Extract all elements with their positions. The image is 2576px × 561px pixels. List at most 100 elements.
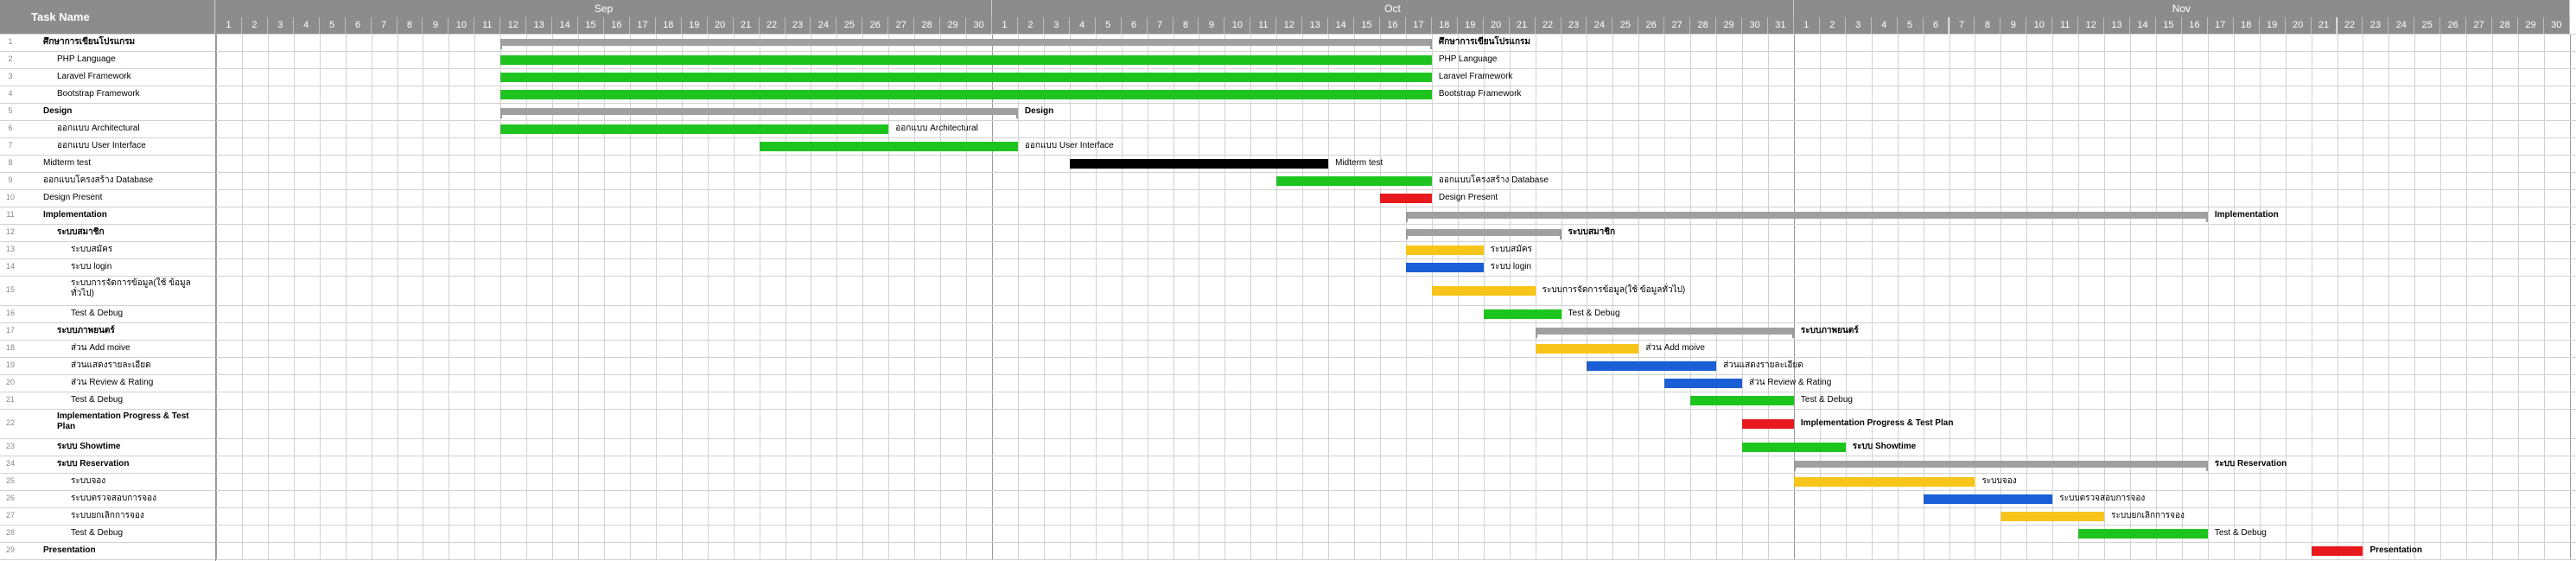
row-line bbox=[0, 409, 2576, 410]
day-header: 3 bbox=[1043, 17, 1070, 34]
task-name: ระบบตรวจสอบการจอง bbox=[71, 494, 157, 503]
grid-line bbox=[216, 34, 217, 559]
grid-line bbox=[2155, 34, 2157, 559]
task-name: PHP Language bbox=[57, 54, 116, 64]
row-number: 12 bbox=[5, 227, 15, 236]
bar-label: Test & Debug bbox=[2214, 528, 2267, 538]
task-name: Implementation bbox=[43, 210, 107, 220]
row-line bbox=[0, 525, 2576, 526]
day-header: 28 bbox=[1690, 17, 1717, 34]
day-header: 9 bbox=[1199, 17, 1225, 34]
task-bar bbox=[1793, 476, 1975, 487]
summary-cap bbox=[1405, 229, 1408, 239]
day-header: 14 bbox=[552, 17, 579, 34]
grid-line bbox=[2130, 34, 2132, 559]
grid-line bbox=[319, 34, 321, 559]
task-bar bbox=[1690, 395, 1794, 405]
task-bar bbox=[1587, 360, 1717, 371]
bar-label: ระบบตรวจสอบการจอง bbox=[2059, 494, 2146, 503]
bar-label: ระบบสมาชิก bbox=[1568, 227, 1616, 237]
day-header: 23 bbox=[2363, 17, 2389, 34]
task-bar bbox=[500, 54, 1432, 65]
day-header: 22 bbox=[759, 17, 786, 34]
day-header: 21 bbox=[1509, 17, 1536, 34]
task-name: ระบบจอง bbox=[71, 476, 106, 486]
bar-label: ออกแบบ Architectural bbox=[895, 124, 978, 133]
row-number: 1 bbox=[8, 37, 13, 46]
grid-line bbox=[914, 34, 916, 559]
day-header: 13 bbox=[2104, 17, 2131, 34]
grid-line bbox=[1379, 34, 1381, 559]
row-line bbox=[0, 103, 2576, 104]
day-header: 24 bbox=[1587, 17, 1613, 34]
grid-line bbox=[2052, 34, 2054, 559]
bar-label: ส่วน Review & Rating bbox=[1749, 378, 1832, 387]
row-line bbox=[0, 340, 2576, 341]
task-name: Laravel Framework bbox=[57, 72, 131, 81]
day-header: 16 bbox=[2181, 17, 2208, 34]
day-header: 11 bbox=[1250, 17, 1277, 34]
day-header: 3 bbox=[1845, 17, 1872, 34]
row-line bbox=[0, 473, 2576, 474]
row-number: 27 bbox=[5, 511, 15, 520]
grid-line bbox=[2104, 34, 2106, 559]
day-header: 5 bbox=[1897, 17, 1924, 34]
task-bar bbox=[1483, 309, 1562, 319]
day-header: 8 bbox=[397, 17, 423, 34]
row-number: 20 bbox=[5, 378, 15, 386]
row-number: 6 bbox=[8, 124, 13, 132]
row-line bbox=[0, 155, 2576, 156]
day-header: 6 bbox=[1923, 17, 1949, 34]
grid-line bbox=[2414, 34, 2416, 559]
task-name: ออกแบบโครงสร้าง Database bbox=[43, 175, 154, 185]
task-bar bbox=[1405, 262, 1484, 272]
day-header: 19 bbox=[1457, 17, 1484, 34]
bar-label: ส่วนแสดงรายละเอียด bbox=[1723, 360, 1803, 370]
day-header: 7 bbox=[371, 17, 398, 34]
row-line bbox=[0, 490, 2576, 491]
task-name: ส่วนแสดงรายละเอียด bbox=[71, 360, 151, 370]
task-name: ออกแบบ Architectural bbox=[57, 124, 140, 133]
row-line bbox=[0, 559, 2576, 560]
grid-line bbox=[526, 34, 528, 559]
grid-line bbox=[1897, 34, 1899, 559]
day-header: 12 bbox=[1276, 17, 1303, 34]
day-header: 15 bbox=[1354, 17, 1380, 34]
grid-line bbox=[2026, 34, 2028, 559]
row-number: 3 bbox=[8, 72, 13, 80]
day-header: 21 bbox=[2311, 17, 2337, 34]
day-header: 4 bbox=[293, 17, 320, 34]
day-header: 3 bbox=[267, 17, 294, 34]
row-number: 11 bbox=[6, 210, 15, 219]
grid-line bbox=[2078, 34, 2080, 559]
day-header: 17 bbox=[629, 17, 656, 34]
row-number: 21 bbox=[5, 395, 15, 404]
summary-bar bbox=[1405, 212, 2208, 219]
day-header: 4 bbox=[1069, 17, 1096, 34]
grid-line bbox=[1509, 34, 1511, 559]
grid-line bbox=[2337, 34, 2338, 559]
row-number: 16 bbox=[5, 309, 15, 317]
grid-line bbox=[1069, 34, 1071, 559]
day-header: 9 bbox=[2000, 17, 2027, 34]
month-header: Oct bbox=[991, 0, 1794, 17]
day-header: 7 bbox=[1949, 17, 1975, 34]
summary-cap bbox=[2205, 212, 2208, 222]
bar-label: ระบบสมัคร bbox=[1490, 245, 1532, 254]
bar-label: ระบบการจัดการข้อมูล(ใช้ ข้อมูลทั่วไป) bbox=[1542, 285, 1686, 295]
task-bar bbox=[1664, 378, 1743, 388]
summary-bar bbox=[500, 39, 1432, 46]
grid-line bbox=[2466, 34, 2468, 559]
bar-label: ออกแบบ User Interface bbox=[1024, 141, 1114, 150]
summary-cap bbox=[1429, 39, 1432, 49]
bar-label: ระบบยกเลิกการจอง bbox=[2111, 511, 2185, 520]
day-header: 22 bbox=[2337, 17, 2363, 34]
day-header: 13 bbox=[1302, 17, 1329, 34]
task-bar bbox=[1405, 245, 1484, 255]
day-header: 10 bbox=[1224, 17, 1251, 34]
grid-line bbox=[2207, 34, 2209, 559]
task-bar bbox=[1535, 343, 1639, 354]
day-header: 2 bbox=[1819, 17, 1846, 34]
bar-label: ส่วน Add moive bbox=[1645, 343, 1705, 353]
bar-label: Laravel Framework bbox=[1438, 72, 1513, 81]
